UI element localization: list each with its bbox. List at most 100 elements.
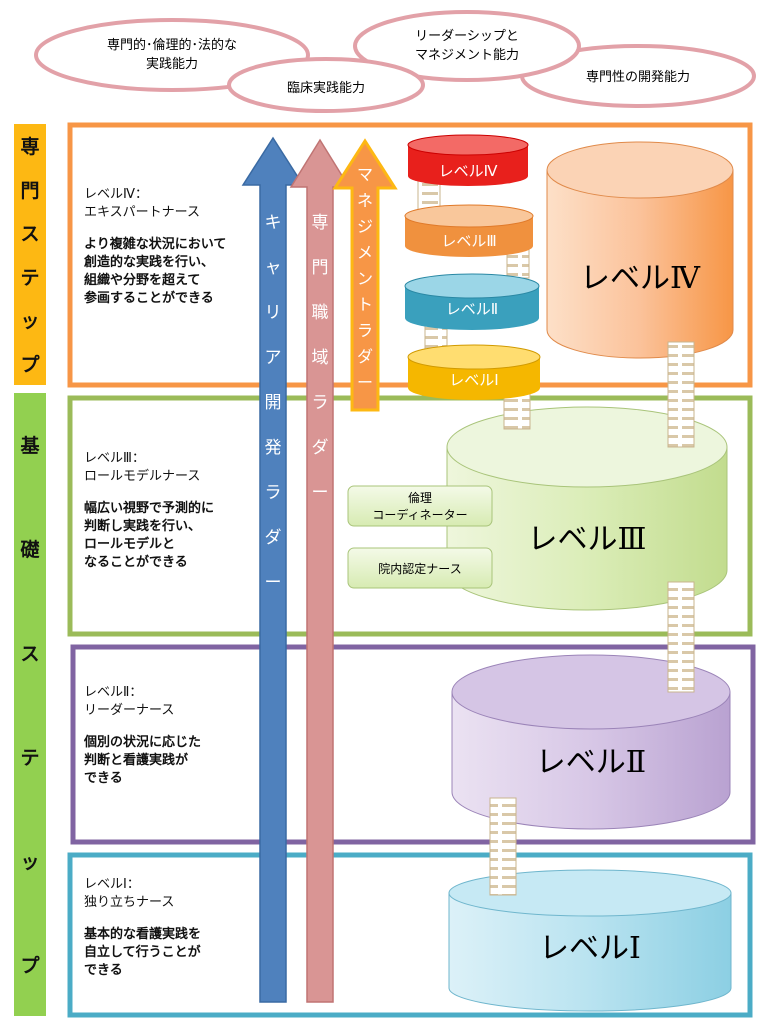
level-1-desc-1: 基本的な看護実践を (84, 927, 202, 942)
competency-1-line2: 実践能力 (146, 56, 198, 72)
specialist-char-6: プ (20, 353, 40, 376)
ethics-coordinator-box: 倫理 コーディネーター (347, 485, 493, 527)
level-1-title: レベルⅠ： (84, 877, 140, 892)
cylinder-level-4: レベルⅣ (546, 141, 734, 359)
competency-ellipses: 専門的･倫理的･法的な 実践能力 臨床実践能力 リーダーシップと マネジメント能… (34, 10, 756, 113)
specialist-char-1: 専 (20, 136, 40, 159)
ethics-box-line1: 倫理 (408, 491, 432, 505)
basic-char-3: ス (20, 643, 40, 666)
cylinder-level-1: レベルⅠ (448, 869, 732, 1012)
ladder-2-char-8: ー (357, 373, 373, 392)
professional-ladder-arrow (289, 138, 351, 1003)
level-2-description: レベルⅡ： リーダーナース 個別の状況に応じた 判断と看護実践が できる (84, 684, 262, 788)
level-2-desc-3: できる (84, 771, 123, 786)
specialist-char-5: ッ (20, 310, 40, 333)
basic-char-4: テ (20, 746, 40, 769)
specialist-step-bar (14, 124, 46, 385)
ladder-1-char-0: 専 (312, 213, 329, 233)
cylinder-level-2-label: レベルⅡ (536, 745, 646, 780)
certified-box-label: 院内認定ナース (378, 561, 461, 576)
basic-step-label: 基 礎 ス テ ッ プ (14, 393, 46, 1016)
specialist-char-4: テ (20, 266, 40, 289)
level-4-role: エキスパートナース (84, 205, 200, 220)
level-1-desc: 基本的な看護実践を 自立して行うことが できる (84, 926, 262, 980)
mini-cylinder-3-label: レベルⅢ (441, 232, 496, 250)
level-2-desc: 個別の状況に応じた 判断と看護実践が できる (84, 734, 262, 788)
level-3-desc-4: なることができる (84, 555, 188, 570)
level-4-desc-3: 組織や分野を超えて (84, 273, 201, 288)
level-4-desc-4: 参画することができる (84, 291, 214, 306)
level-2-role: リーダーナース (84, 703, 175, 718)
ladder-1-char-6: ー (312, 483, 329, 503)
level-3-role: ロールモデルナース (84, 469, 201, 484)
mini-cylinder-stack: レベルⅣ レベルⅢ レベルⅡ レベルⅠ (404, 134, 541, 400)
basic-char-5: ッ (20, 850, 40, 873)
level-1-role: 独り立ちナース (84, 895, 175, 910)
level-1-desc-3: できる (84, 963, 123, 978)
ladder-1-char-2: 職 (312, 303, 329, 323)
ladder-0-char-2: リ (265, 303, 282, 323)
cylinder-level-2: レベルⅡ (451, 654, 731, 830)
competency-1-line1: 専門的･倫理的･法的な (107, 37, 237, 53)
basic-char-2: 礎 (20, 539, 40, 562)
ladder-1-char-3: 域 (312, 348, 329, 368)
mini-cylinder-1-label: レベルⅠ (449, 371, 498, 389)
certified-nurse-box: 院内認定ナース (347, 547, 493, 589)
ladder-1-char-5: ダ (312, 438, 329, 458)
ladder-0-char-7: ダ (265, 528, 282, 548)
level-3-desc-1: 幅広い視野で予測的に (84, 501, 215, 516)
competency-2-line1: 臨床実践能力 (287, 80, 365, 96)
level-2-title: レベルⅡ： (84, 685, 143, 700)
level-4-title: レベルⅣ： (84, 187, 148, 202)
level-4-desc-2: 創造的な実践を行い、 (84, 255, 215, 270)
mini-cylinder-2-label: レベルⅡ (446, 300, 498, 318)
competency-3-line2: マネジメント能力 (415, 48, 519, 63)
basic-char-1: 基 (20, 435, 40, 458)
competency-3-line1: リーダーシップと (415, 29, 519, 44)
specialist-char-3: ス (20, 223, 40, 246)
basic-step-bar (14, 393, 46, 1016)
level-1-desc-2: 自立して行うことが (84, 945, 201, 960)
ladder-1-char-4: ラ (312, 393, 329, 413)
ladder-2-char-3: メ (357, 243, 373, 262)
competency-4-line1: 専門性の開発能力 (586, 70, 690, 85)
ladder-0-char-6: ラ (265, 483, 282, 503)
level-2-desc-1: 個別の状況に応じた (84, 735, 202, 750)
level-3-desc-2: 判断し実践を行い、 (84, 519, 202, 534)
ladder-0-char-0: キ (265, 213, 282, 233)
ladder-2-char-6: ラ (357, 321, 373, 340)
cylinder-ladders (489, 341, 695, 896)
ladder-0-char-5: 発 (265, 438, 282, 458)
management-ladder-arrow (332, 138, 398, 412)
ladder-2-char-4: ン (357, 269, 373, 288)
ladder-2-char-2: ジ (357, 217, 373, 236)
ladder-0-char-3: ア (265, 348, 282, 368)
ladder-2-char-1: ネ (357, 191, 373, 210)
cylinder-level-1-label: レベルⅠ (539, 931, 641, 966)
ethics-box-line2: コーディネーター (372, 507, 467, 522)
cylinder-level-4-label: レベルⅣ (580, 261, 701, 296)
career-ladder-arrow (241, 136, 305, 1003)
specialist-step-label: 専 門 ス テ ッ プ (14, 124, 46, 385)
ladder-0-char-4: 開 (265, 393, 282, 413)
level-3-desc: 幅広い視野で予測的に 判断し実践を行い、 ロールモデルと なることができる (84, 500, 262, 572)
ladder-0-char-1: ャ (265, 258, 282, 278)
cylinder-level-3-label: レベルⅢ (528, 522, 647, 557)
level-3-description: レベルⅢ： ロールモデルナース 幅広い視野で予測的に 判断し実践を行い、 ロール… (84, 450, 262, 572)
specialist-char-2: 門 (20, 179, 40, 202)
ladder-2-char-5: ト (357, 295, 373, 314)
level-1-description: レベルⅠ： 独り立ちナース 基本的な看護実践を 自立して行うことが できる (84, 876, 262, 980)
level-2-desc-2: 判断と看護実践が (84, 753, 189, 768)
level-4-desc: より複雑な状況において 創造的な実践を行い、 組織や分野を超えて 参画することが… (84, 236, 262, 308)
mini-cylinder-4-label: レベルⅣ (439, 162, 498, 180)
level-3-title: レベルⅢ： (84, 451, 145, 466)
level-4-desc-1: より複雑な状況において (84, 237, 227, 252)
basic-char-6: プ (20, 954, 40, 977)
ladder-2-char-0: マ (357, 165, 373, 184)
level-3-desc-3: ロールモデルと (84, 537, 176, 552)
level-4-description: レベルⅣ： エキスパートナース より複雑な状況において 創造的な実践を行い、 組… (84, 186, 262, 308)
